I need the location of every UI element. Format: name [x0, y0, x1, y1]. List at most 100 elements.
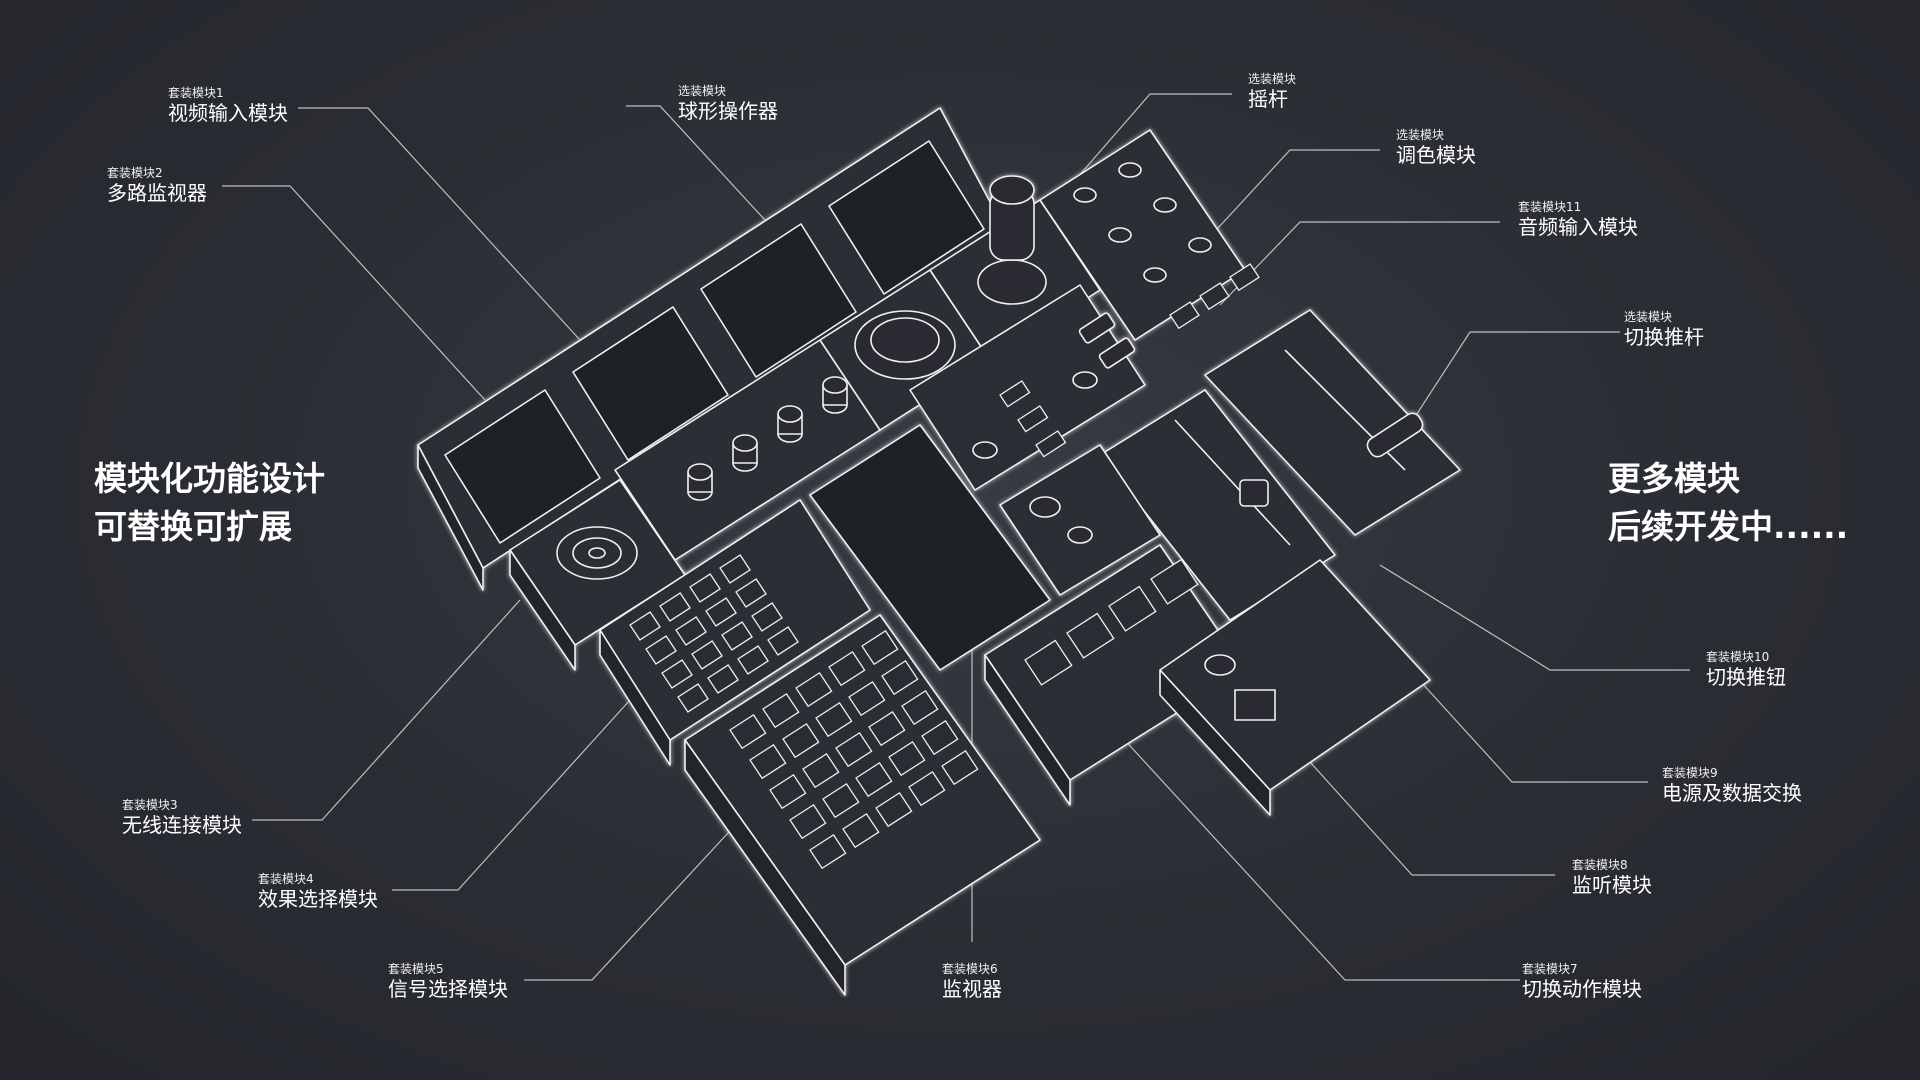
slogan-right: 更多模块 后续开发中......	[1608, 455, 1848, 551]
joystick-module	[929, 175, 1101, 361]
audio-button	[999, 380, 1031, 408]
effect-key	[737, 645, 769, 675]
action-key	[1024, 639, 1073, 686]
callout-trackball: 选装模块 球形操作器	[678, 84, 778, 124]
effect-key	[659, 592, 691, 622]
leader-wireless	[252, 599, 521, 821]
callout-audio-input: 套装模块11 音频输入模块	[1518, 200, 1638, 240]
slogan-left-line1: 模块化功能设计	[94, 459, 325, 498]
console-body	[417, 107, 1461, 996]
callout-name: 音频输入模块	[1518, 215, 1638, 239]
signal-key	[795, 671, 833, 708]
leader-audio-input	[1219, 221, 1500, 306]
callout-wireless: 套装模块3 无线连接模块	[122, 798, 242, 838]
screen-1	[444, 389, 601, 544]
leader-tbar	[1399, 331, 1620, 441]
callout-tag: 套装模块5	[388, 962, 444, 976]
signal-key	[782, 722, 820, 759]
action-key	[1150, 558, 1199, 605]
tbar-module	[1204, 309, 1461, 536]
action-key	[1066, 612, 1115, 659]
signal-key	[848, 680, 886, 717]
effect-key	[675, 616, 707, 646]
callout-tag: 选装模块	[1396, 128, 1445, 142]
effect-key	[645, 635, 677, 665]
callout-power: 套装模块9 电源及数据交换	[1662, 766, 1802, 806]
callout-name: 监听模块	[1572, 873, 1652, 897]
callout-tag: 套装模块9	[1662, 766, 1718, 780]
signal-key	[815, 701, 853, 738]
callout-name: 切换动作模块	[1522, 977, 1642, 1001]
callout-multiview: 套装模块2 多路监视器	[107, 166, 207, 206]
callout-name: 效果选择模块	[258, 887, 378, 911]
slogan-left: 模块化功能设计 可替换可扩展	[94, 455, 325, 551]
callout-tag: 套装模块7	[1522, 962, 1578, 976]
callout-monitor: 套装模块6 监视器	[942, 962, 1002, 1002]
callout-name: 球形操作器	[678, 99, 778, 123]
slogan-right-line1: 更多模块	[1608, 459, 1740, 498]
signal-key	[802, 752, 840, 789]
screen-4	[828, 140, 985, 295]
signal-key	[769, 773, 807, 810]
callout-switch-knob: 套装模块10 切换推钮	[1706, 650, 1786, 690]
slogan-left-line2: 可替换可扩展	[94, 507, 292, 546]
effect-key	[751, 602, 783, 632]
signal-key	[749, 743, 787, 780]
signal-key	[881, 659, 919, 696]
effect-key	[721, 621, 753, 651]
callout-name: 摇杆	[1248, 87, 1288, 111]
callout-tag: 选装模块	[1624, 310, 1673, 324]
effect-key	[707, 664, 739, 694]
callout-effect: 套装模块4 效果选择模块	[258, 872, 378, 912]
signal-key	[855, 761, 893, 798]
callout-tag: 套装模块6	[942, 962, 998, 976]
callout-tag: 套装模块2	[107, 166, 163, 180]
effect-key	[735, 578, 767, 608]
callout-action: 套装模块7 切换动作模块	[1522, 962, 1642, 1002]
signal-key	[941, 749, 979, 786]
effect-key	[767, 626, 799, 656]
screen-2	[572, 306, 729, 461]
signal-key	[901, 689, 939, 726]
multiview-module	[417, 107, 1006, 591]
signal-key	[762, 692, 800, 729]
color-button	[1169, 301, 1200, 330]
callout-name: 切换推杆	[1624, 325, 1704, 349]
screen-3	[700, 223, 857, 378]
callout-name: 多路监视器	[107, 181, 207, 205]
effect-key	[629, 611, 661, 641]
callout-tag: 套装模块10	[1706, 650, 1770, 664]
callout-tag: 套装模块4	[258, 872, 314, 886]
signal-key	[789, 803, 827, 840]
leader-power	[1409, 669, 1648, 783]
slogan-right-line2: 后续开发中......	[1608, 507, 1849, 546]
leader-action	[1119, 734, 1520, 981]
callout-name: 调色模块	[1396, 143, 1476, 167]
signal-key	[861, 629, 899, 666]
callout-tag: 套装模块8	[1572, 858, 1628, 872]
callout-video-input: 套装模块1 视频输入模块	[168, 86, 288, 126]
callout-color: 选装模块 调色模块	[1396, 128, 1476, 168]
signal-key	[835, 731, 873, 768]
callout-signal: 套装模块5 信号选择模块	[388, 962, 508, 1002]
signal-key	[809, 833, 847, 870]
callout-name: 视频输入模块	[168, 101, 288, 125]
leader-switch-knob	[1379, 564, 1690, 671]
signal-key	[868, 710, 906, 747]
signal-key	[729, 713, 767, 750]
leader-effect	[392, 699, 631, 891]
effect-key	[661, 659, 693, 689]
callout-tbar: 选装模块 切换推杆	[1624, 310, 1704, 350]
signal-key	[822, 782, 860, 819]
callout-listen: 套装模块8 监听模块	[1572, 858, 1652, 898]
color-button	[1229, 263, 1260, 292]
action-key	[1108, 585, 1157, 632]
callout-tag: 套装模块3	[122, 798, 178, 812]
audio-input-module	[909, 284, 1146, 491]
power-module	[1159, 559, 1431, 816]
callout-tag: 套装模块11	[1518, 200, 1582, 214]
switch-slider-module	[1099, 389, 1336, 621]
effect-key	[719, 554, 751, 584]
